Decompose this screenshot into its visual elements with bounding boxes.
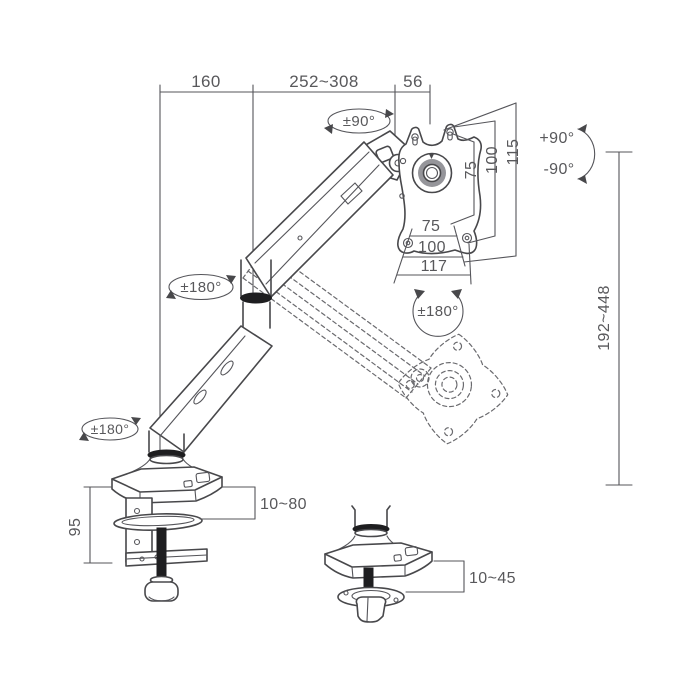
base-top-plate (111, 466, 223, 493)
rotation-label-head-swivel: ±90° (343, 113, 376, 130)
elbow-dark-ring (240, 292, 272, 304)
rotation-arrow (79, 432, 89, 441)
dim-label-vesa-v-outer: 115 (505, 139, 522, 166)
rotation-tilt: +90° -90° (539, 124, 596, 184)
desk-clamp-base (111, 458, 223, 602)
base-front-face (111, 476, 223, 504)
dim-label-clamp-range: 10~80 (260, 496, 307, 513)
ghost-vesa-plate (397, 333, 509, 445)
rotation-label-vesa: ±180° (417, 303, 458, 320)
rotation-arrow (324, 124, 333, 134)
rotation-arrow (166, 290, 176, 299)
dim-label-rear-offset: 160 (191, 72, 221, 91)
tilt-arrow-up (578, 124, 587, 133)
grommet-front-face (324, 551, 433, 579)
dim-label-height-range: 192~448 (596, 285, 613, 351)
rotation-elbow-swivel: ±180° (166, 273, 236, 301)
dim-label-arm-reach: 252~308 (289, 72, 358, 91)
rotation-head-swivel: ±90° (324, 108, 394, 134)
rotation-label-elbow-swivel: ±180° (180, 279, 221, 296)
grommet-dimension: 10~45 (405, 560, 516, 593)
c-clamp-body (113, 497, 208, 602)
grommet-column (351, 505, 391, 528)
rotation-arrow (451, 289, 462, 299)
top-dimension-chain: 160 252~308 56 (159, 72, 431, 457)
rotation-label-tilt-down: -90° (543, 161, 574, 178)
elbow-joint (240, 259, 272, 329)
dim-label-vesa-h-inner: 75 (422, 218, 441, 235)
dim-label-vesa-v-middle: 100 (484, 146, 501, 174)
dim-label-vesa-h-middle: 100 (418, 239, 446, 256)
riser-column (147, 430, 186, 465)
rotation-base-swivel: ±180° (79, 417, 141, 441)
rotation-label-base-swivel: ±180° (91, 421, 130, 437)
tilt-arrow-down (578, 175, 587, 184)
vesa-vertical-dimensions: 75 100 115 (443, 102, 522, 263)
rotation-arrow (414, 289, 425, 299)
vesa-center-boss (411, 152, 453, 194)
clamp-dimensions: 95 10~80 (67, 486, 307, 564)
arm-assembly (147, 130, 413, 465)
rotation-arrow (226, 275, 236, 284)
grommet-wing-knob (355, 596, 387, 623)
rotation-label-tilt-up: +90° (539, 130, 574, 147)
dim-label-head-offset: 56 (403, 72, 423, 91)
lower-arm-beam (149, 325, 273, 453)
vesa-plate (397, 123, 482, 255)
vesa-plate-outline (397, 123, 482, 255)
rotation-arrow (131, 417, 141, 425)
rotation-arrow (385, 109, 394, 118)
upper-arm-beam (245, 141, 394, 298)
usb-ports (183, 471, 211, 488)
vesa-horizontal-dimensions: 75 100 117 (393, 218, 472, 285)
rotation-vesa: ±180° (412, 289, 464, 337)
clamp-screw-rod (156, 527, 167, 579)
dim-label-vesa-h-outer: 117 (421, 258, 448, 275)
usb-ports (393, 546, 419, 562)
height-range-dimension: 192~448 (596, 151, 633, 486)
arm-latch-detail (340, 182, 363, 205)
grommet-base (324, 505, 433, 623)
dim-label-vesa-v-inner: 75 (463, 161, 480, 180)
dim-label-grommet-range: 10~45 (469, 570, 516, 587)
vesa-keyhole-slots (411, 128, 454, 146)
dim-label-clamp-height: 95 (67, 518, 84, 537)
